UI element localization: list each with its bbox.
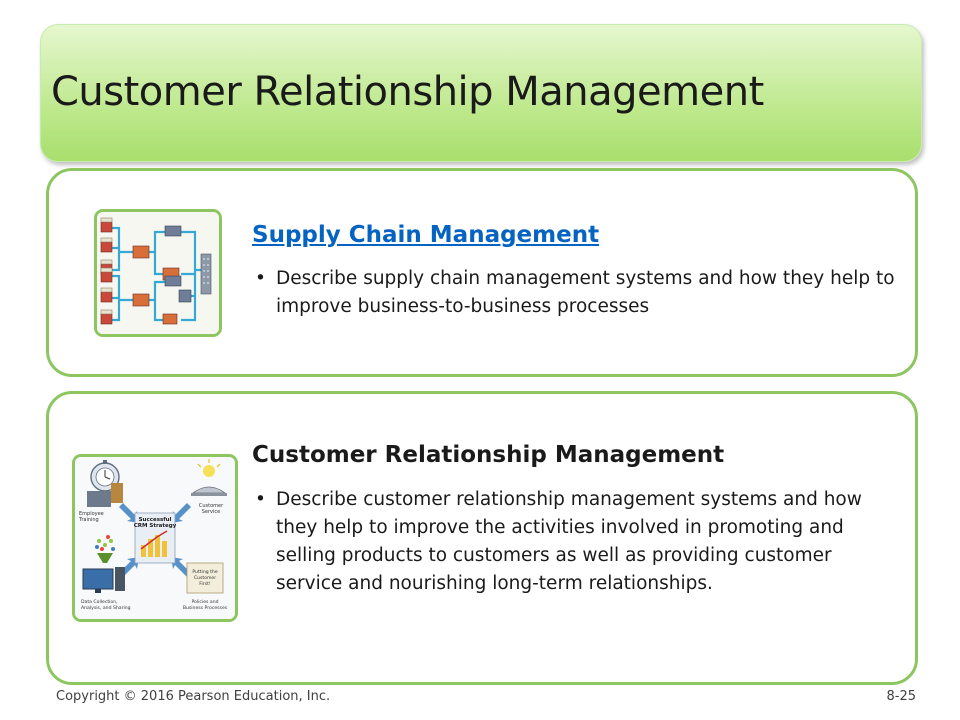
crm-strategy-diagram-thumbnail: Successful CRM Strategy Employee Trainin… [72, 454, 238, 622]
diagram-center-label-line1: Successful [139, 517, 172, 523]
diagram-putting-label-line3: First! [199, 581, 211, 587]
crm-bullet: Describe customer relationship managemen… [252, 486, 900, 598]
diagram-data-label-line2: Analysis, and Sharing [81, 605, 131, 611]
footer-page-number: 8-25 [886, 689, 916, 704]
diagram-data-label-line1: Data Collection, [81, 599, 118, 605]
slide-title: Customer Relationship Management [51, 69, 764, 115]
diagram-employee-label-line2: Training [78, 517, 99, 523]
supply-chain-diagram-thumbnail [94, 209, 222, 337]
diagram-putting-label-line2: Customer [194, 575, 216, 581]
supply-chain-bullet: Describe supply chain management systems… [252, 265, 900, 321]
footer-copyright: Copyright © 2016 Pearson Education, Inc. [56, 689, 331, 704]
diagram-putting-label-line1: Putting the [192, 569, 217, 575]
diagram-policies-label-line1: Policies and [191, 599, 218, 605]
crm-heading: Customer Relationship Management [252, 442, 725, 468]
diagram-customer-label-line1: Customer [199, 503, 224, 509]
supply-chain-heading-link[interactable]: Supply Chain Management [252, 222, 600, 248]
diagram-policies-label-line2: Business Processes [183, 605, 228, 611]
diagram-customer-label-line2: Service [202, 509, 220, 515]
diagram-center-label-line2: CRM Strategy [134, 523, 177, 529]
slide-title-bar: Customer Relationship Management [40, 24, 922, 162]
diagram-employee-label-line1: Employee [79, 511, 104, 517]
supply-chain-card: Supply Chain Management Describe supply … [46, 168, 918, 377]
crm-card: Successful CRM Strategy Employee Trainin… [46, 391, 918, 685]
